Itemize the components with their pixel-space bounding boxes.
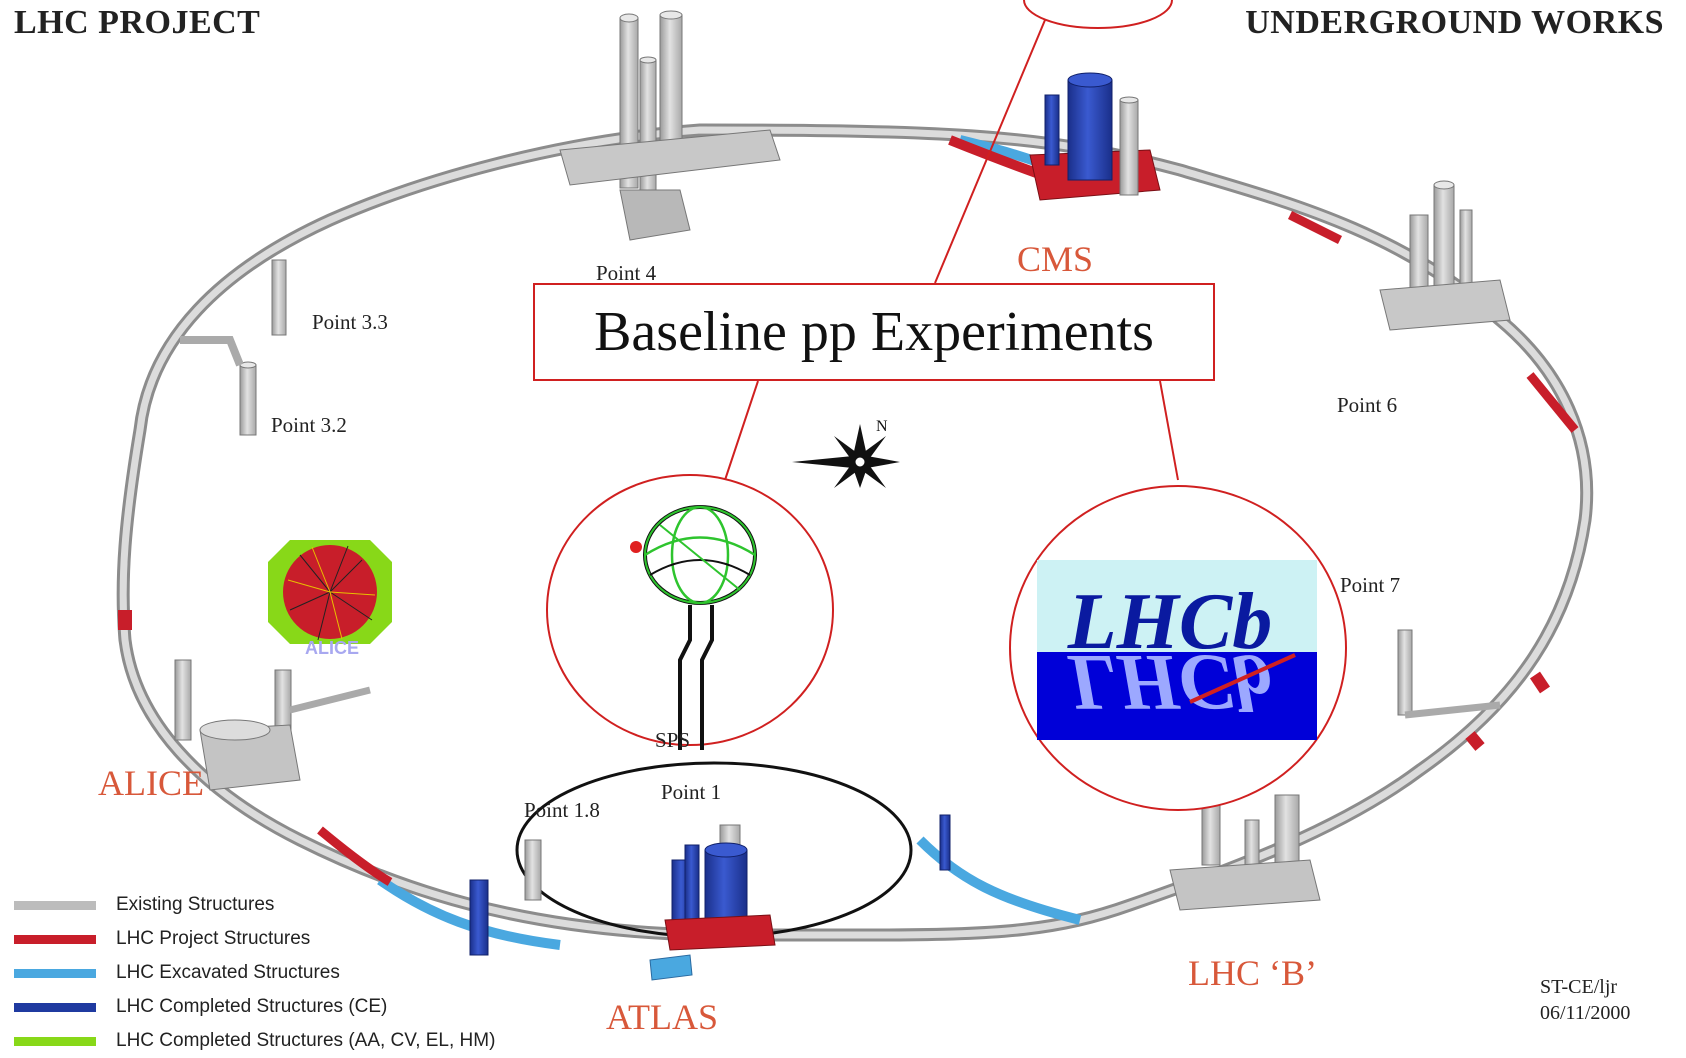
callout-line-atlas <box>724 380 759 481</box>
legend-item: LHC Excavated Structures <box>14 956 495 990</box>
baseline-experiments-callout: Baseline pp Experiments <box>533 283 1215 381</box>
legend-item: LHC Completed Structures (AA, CV, EL, HM… <box>14 1024 495 1058</box>
callout-line-cms <box>934 19 1046 284</box>
legend-item: LHC Project Structures <box>14 922 495 956</box>
point-label-6: Point 6 <box>1337 393 1398 417</box>
project-segment-p78 <box>1465 731 1485 751</box>
cms-complex <box>1029 72 1161 201</box>
atlas-complex <box>469 761 951 981</box>
point-label-3-3: Point 3.3 <box>312 310 388 334</box>
legend-swatch <box>14 968 96 978</box>
legend: Existing Structures LHC Project Structur… <box>14 888 495 1058</box>
point-label-3-2: Point 3.2 <box>271 413 347 437</box>
point-label-4: Point 4 <box>596 261 657 285</box>
legend-swatch <box>14 934 96 944</box>
experiment-label-cms: CMS <box>1017 239 1094 279</box>
point6-shafts <box>1379 180 1511 331</box>
excavated-segment-left <box>377 875 561 950</box>
excavated-segment-right <box>916 836 1082 925</box>
header-right-title: UNDERGROUND WORKS <box>1245 4 1664 41</box>
lhcb-logo-reflection: LHCb <box>1067 638 1272 726</box>
legend-label: LHC Project Structures <box>116 928 311 949</box>
alice-complex <box>174 659 371 791</box>
lhcb-complex <box>1169 784 1321 911</box>
author-date-stamp: ST-CE/ljr 06/11/2000 <box>1540 974 1630 1026</box>
legend-label: Existing Structures <box>116 894 275 915</box>
stamp-date: 06/11/2000 <box>1540 1002 1631 1024</box>
project-segment-p7 <box>1530 671 1550 694</box>
legend-swatch <box>14 900 96 910</box>
callout-line-lhcb <box>1159 380 1179 481</box>
experiment-label-lhcb: LHC ‘B’ <box>1188 953 1317 993</box>
cms-callout-circle <box>1023 0 1173 29</box>
alice-logo-text: ALICE <box>305 638 359 658</box>
ring-tunnel-highlight <box>119 126 1591 939</box>
legend-item: LHC Completed Structures (CE) <box>14 990 495 1024</box>
point-label-1: Point 1 <box>661 780 722 804</box>
legend-label: LHC Excavated Structures <box>116 962 340 983</box>
point-label-sps: SPS <box>655 728 691 752</box>
experiment-label-alice: ALICE <box>98 763 204 803</box>
experiment-label-atlas: ATLAS <box>606 997 719 1037</box>
legend-swatch <box>14 1002 96 1012</box>
project-segment-p67 <box>1526 372 1579 433</box>
legend-swatch <box>14 1036 96 1046</box>
lhcb-logo-top <box>1037 560 1317 652</box>
point-label-7: Point 7 <box>1340 573 1401 597</box>
stamp-author: ST-CE/ljr <box>1540 976 1618 998</box>
alice-logo: ALICE <box>268 540 392 658</box>
legend-label: LHC Completed Structures (AA, CV, EL, HM… <box>116 1030 496 1051</box>
compass-rose <box>792 424 900 488</box>
point3-shafts <box>180 259 287 436</box>
point4-shafts <box>559 10 781 241</box>
lhcb-logo-text: LHCb <box>1067 578 1272 666</box>
compass-north-label: N <box>876 418 888 435</box>
ring-tunnel <box>116 123 1594 942</box>
point7-shafts <box>1397 629 1501 719</box>
header-left-title: LHC PROJECT <box>14 4 261 41</box>
lhcb-callout-circle: LHCb LHCb <box>1009 485 1347 811</box>
legend-label: LHC Completed Structures (CE) <box>116 996 388 1017</box>
point-label-1-8: Point 1.8 <box>524 798 600 822</box>
project-segment-p6 <box>1287 210 1343 245</box>
atlas-detector-icon <box>630 505 757 750</box>
legend-item: Existing Structures <box>14 888 495 922</box>
project-segment-left <box>317 826 393 886</box>
atlas-callout-circle <box>546 474 834 750</box>
